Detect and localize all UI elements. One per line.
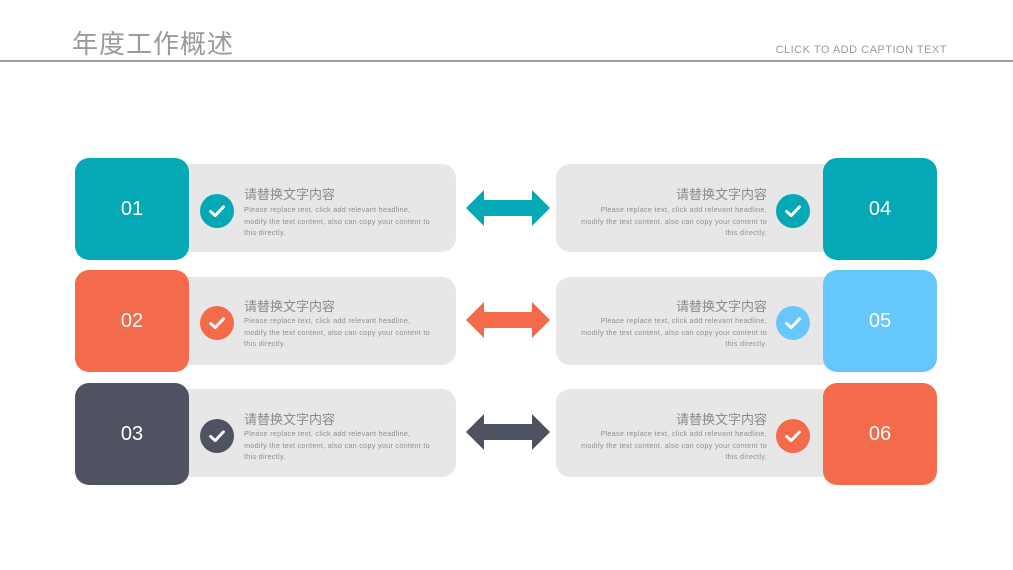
- item-heading-01: 请替换文字内容: [244, 188, 336, 203]
- check-icon: [200, 306, 234, 340]
- item-text-02: Please replace text, click add relevant …: [244, 316, 431, 348]
- item-text-03: Please replace text, click add relevant …: [244, 429, 431, 461]
- item-heading-03: 请替换文字内容: [244, 413, 336, 428]
- item-heading-05: 请替换文字内容: [675, 300, 767, 315]
- check-icon: [776, 419, 810, 453]
- item-text-04: Please replace text, click add relevant …: [580, 205, 767, 237]
- double-arrow-icon: [466, 414, 550, 450]
- item-heading-02: 请替换文字内容: [244, 300, 336, 315]
- header-divider: [0, 60, 1013, 62]
- number-tile-05: 05: [823, 270, 937, 372]
- number-tile-06: 06: [823, 383, 937, 485]
- item-text-05: Please replace text, click add relevant …: [580, 316, 767, 348]
- check-icon: [200, 419, 234, 453]
- item-text-01: Please replace text, click add relevant …: [244, 205, 431, 237]
- item-heading-06: 请替换文字内容: [675, 413, 767, 428]
- item-text-06: Please replace text, click add relevant …: [580, 429, 767, 461]
- number-tile-04: 04: [823, 158, 937, 260]
- double-arrow-icon: [466, 190, 550, 226]
- number-tile-01: 01: [75, 158, 189, 260]
- item-heading-04: 请替换文字内容: [675, 188, 767, 203]
- number-tile-02: 02: [75, 270, 189, 372]
- caption-text[interactable]: CLICK TO ADD CAPTION TEXT: [775, 44, 947, 56]
- check-icon: [776, 194, 810, 228]
- page-title: 年度工作概述: [72, 30, 235, 60]
- check-icon: [200, 194, 234, 228]
- double-arrow-icon: [466, 302, 550, 338]
- check-icon: [776, 306, 810, 340]
- number-tile-03: 03: [75, 383, 189, 485]
